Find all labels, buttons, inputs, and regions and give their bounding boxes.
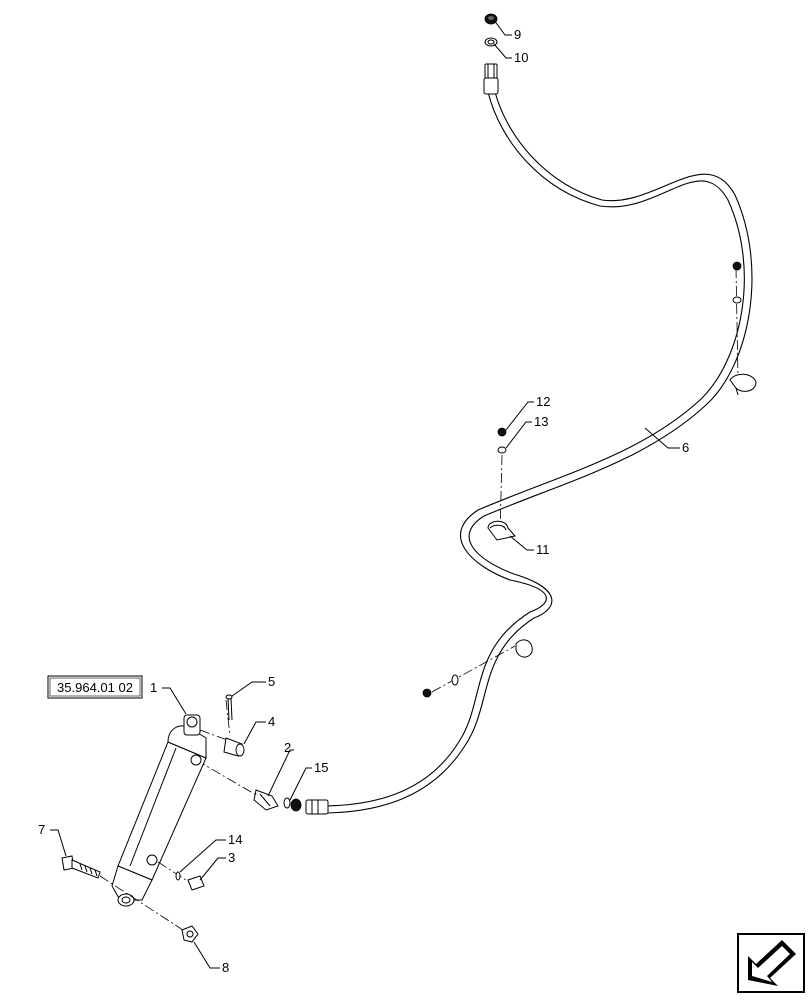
callout-2: 2 [284,740,291,755]
callout-14: 14 [228,832,242,847]
callout-11: 11 [536,542,550,557]
callout-4: 4 [268,714,275,729]
axis-line-lower-port [157,861,193,885]
callout-6: 6 [682,440,689,455]
callout-labels: 1 2 3 4 5 6 7 8 9 10 11 12 13 14 15 [38,27,689,975]
callout-9: 9 [514,27,521,42]
hose-bottom-fitting [283,797,329,815]
o-ring-part-14 [175,871,181,881]
previous-arrow-icon[interactable] [737,933,805,993]
callout-15: 15 [314,760,328,775]
clevis-pin-part-4 [223,737,245,757]
bolt-part-7 [61,855,187,933]
callout-1: 1 [150,680,157,695]
upper-clip-assembly [729,261,757,396]
callout-12: 12 [536,394,550,409]
hose-clip-part-11 [487,520,516,541]
callout-7: 7 [38,822,45,837]
elbow-fitting-part-2 [253,789,279,811]
callout-10: 10 [514,50,528,65]
lower-clip-assembly [422,639,533,698]
cotter-pin-part-5 [225,694,233,721]
callout-3: 3 [228,850,235,865]
leader-lines [50,19,680,969]
callout-5: 5 [268,674,275,689]
axis-line-cotter [225,699,231,737]
axis-line-port [195,759,259,797]
reference-label[interactable]: 35.964.01 02 [57,680,133,695]
hydraulic-cylinder-part-1 [111,714,207,907]
hose-top-fitting [483,63,499,95]
axis-line-pin [199,729,239,745]
callout-8: 8 [222,960,229,975]
callout-13: 13 [534,414,548,429]
nut-part-8 [181,925,199,943]
reference-box[interactable]: 35.964.01 02 [47,675,143,699]
cap-part-9 [484,13,498,25]
clip-fasteners [497,427,507,536]
hydraulic-hose [325,91,753,814]
